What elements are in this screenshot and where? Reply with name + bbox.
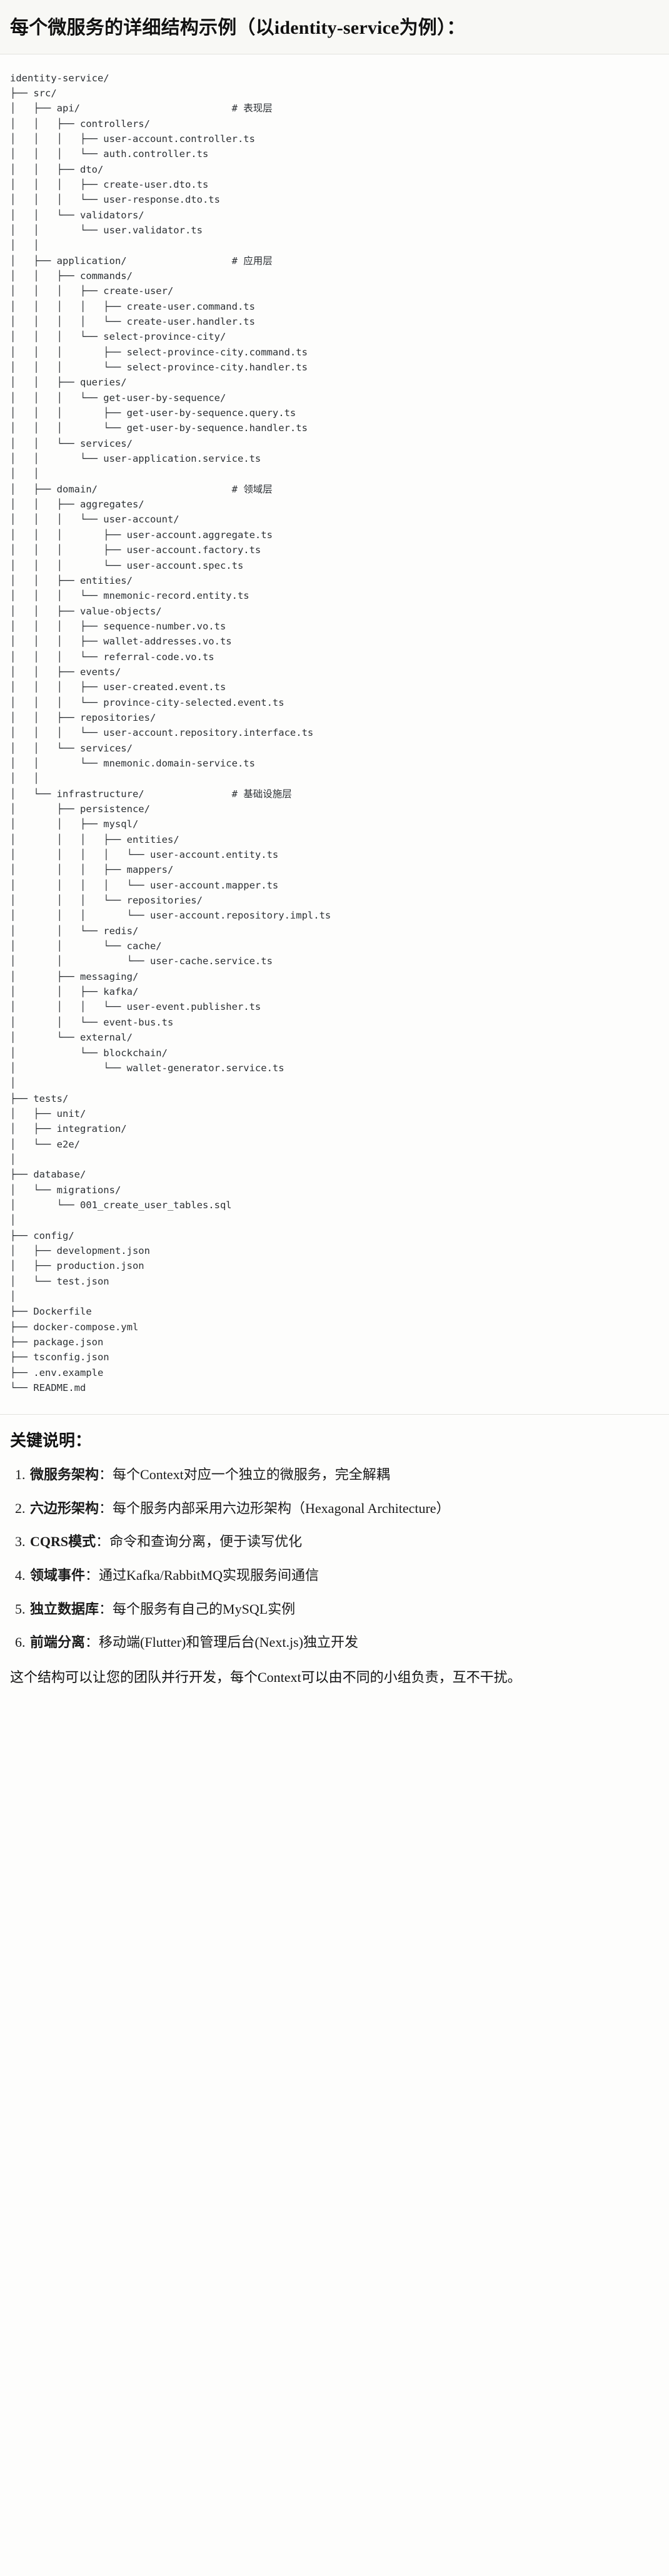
note-term: 六边形架构 bbox=[30, 1500, 99, 1516]
directory-tree-section: identity-service/ ├── src/ │ ├── api/ # … bbox=[0, 54, 669, 1415]
note-separator: ： bbox=[85, 1634, 99, 1651]
note-term: 微服务架构 bbox=[30, 1466, 99, 1482]
page-title: 每个微服务的详细结构示例（以identity-service为例）： bbox=[10, 18, 466, 38]
directory-tree: identity-service/ ├── src/ │ ├── api/ # … bbox=[10, 71, 659, 1396]
list-item: 前端分离：移动端(Flutter)和管理后台(Next.js)独立开发 bbox=[29, 1633, 659, 1652]
heading-section: 每个微服务的详细结构示例（以identity-service为例）： bbox=[0, 0, 669, 54]
note-description: 命令和查询分离，便于读写优化 bbox=[109, 1534, 303, 1550]
list-item: CQRS模式：命令和查询分离，便于读写优化 bbox=[29, 1532, 659, 1551]
closing-statement: 这个结构可以让您的团队并行开发，每个Context可以由不同的小组负责，互不干扰… bbox=[10, 1669, 521, 1686]
note-description: 每个Context对应一个独立的微服务，完全解耦 bbox=[113, 1466, 390, 1482]
note-separator: ： bbox=[99, 1500, 113, 1516]
note-description: 移动端(Flutter)和管理后台(Next.js)独立开发 bbox=[99, 1634, 358, 1651]
key-notes-section: 关键说明： 微服务架构：每个Context对应一个独立的微服务，完全解耦 六边形… bbox=[0, 1415, 669, 1703]
list-item: 微服务架构：每个Context对应一个独立的微服务，完全解耦 bbox=[29, 1465, 659, 1484]
note-separator: ： bbox=[96, 1534, 110, 1550]
note-separator: ： bbox=[99, 1466, 113, 1482]
list-item: 领域事件：通过Kafka/RabbitMQ实现服务间通信 bbox=[29, 1566, 659, 1585]
note-term: 领域事件 bbox=[30, 1567, 86, 1583]
key-notes-title: 关键说明： bbox=[10, 1432, 92, 1450]
note-term: 独立数据库 bbox=[30, 1601, 99, 1617]
note-term: 前端分离 bbox=[30, 1634, 86, 1651]
note-description: 每个服务内部采用六边形架构（Hexagonal Architecture） bbox=[113, 1500, 450, 1516]
directory-tree-text: identity-service/ ├── src/ │ ├── api/ # … bbox=[10, 72, 331, 1394]
key-notes-list: 微服务架构：每个Context对应一个独立的微服务，完全解耦 六边形架构：每个服… bbox=[10, 1465, 659, 1652]
list-item: 六边形架构：每个服务内部采用六边形架构（Hexagonal Architectu… bbox=[29, 1499, 659, 1518]
note-description: 通过Kafka/RabbitMQ实现服务间通信 bbox=[99, 1567, 319, 1583]
note-term: CQRS模式 bbox=[30, 1534, 96, 1550]
note-separator: ： bbox=[99, 1601, 113, 1617]
note-separator: ： bbox=[85, 1567, 99, 1583]
list-item: 独立数据库：每个服务有自己的MySQL实例 bbox=[29, 1600, 659, 1619]
note-description: 每个服务有自己的MySQL实例 bbox=[113, 1601, 296, 1617]
